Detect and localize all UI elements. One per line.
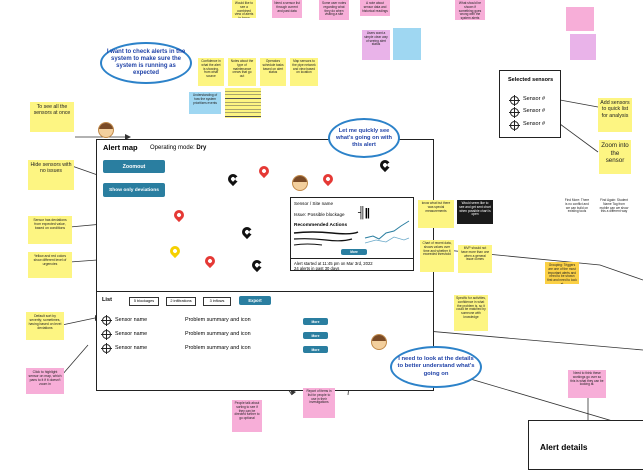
selected-sensor-item[interactable]: Sensor # [523, 96, 546, 102]
sticky-note: A note about sensor data and historical … [360, 0, 390, 16]
sensor-crosshair-icon [509, 95, 520, 106]
sticky-note: Operators schedule tasks based on alert … [260, 58, 286, 86]
list-problem-summary: Problem summary and icon [185, 317, 251, 323]
sticky-note: Find Again: Student Name Tag from mobile… [597, 197, 631, 225]
sensor-crosshair-icon [101, 329, 112, 340]
operating-mode-label: Operating mode: [150, 145, 195, 151]
sticky-note: Some user notes regarding what they do w… [319, 0, 349, 20]
map-list-divider [96, 291, 434, 293]
operating-mode: Operating mode: Dry [150, 145, 206, 151]
sensor-crosshair-icon [509, 107, 520, 118]
map-title: Alert map [103, 143, 138, 152]
list-problem-summary: Problem summary and icon [185, 331, 251, 337]
alert-details-title: Alert details [540, 442, 588, 452]
filter-chip[interactable]: 2 infiltrations [166, 297, 196, 306]
export-button[interactable]: Export [239, 296, 271, 305]
thought-bubble-details: I need to look at the details to better … [390, 346, 482, 388]
persona-avatar [292, 175, 308, 191]
popup-issue: Issue: Possible blockage [294, 212, 345, 217]
note-hide-sensors: Hide sensors with no issues [28, 160, 74, 190]
sensor-crosshair-icon [101, 315, 112, 326]
sticky-note: Need a sensor list through current and p… [272, 0, 302, 18]
sticky-note: know what but there was special measurem… [418, 200, 454, 228]
sticky-note: Users want a simple clear way of seeing … [362, 30, 390, 60]
sticky-note [570, 34, 596, 60]
sensor-crosshair-icon [509, 120, 520, 131]
sticky-note: Notes about the type of maintenance crew… [228, 58, 256, 86]
note-zoom: Zoom into the sensor [599, 140, 631, 174]
sensor-crosshair-icon [101, 343, 112, 354]
sticky-note: Need to think these workings go over so … [568, 370, 606, 398]
popup-more-button[interactable]: More [341, 249, 367, 255]
recommended-actions-scribble [293, 231, 359, 246]
list-more-button[interactable]: More [303, 346, 328, 353]
note-add-sensors: Add sensors to quick list for analysis [598, 98, 632, 132]
persona-avatar [371, 334, 387, 350]
sticky-note-dark: Would seem like to see and get sent char… [457, 200, 493, 224]
thought-bubble-check-alerts: I want to check alerts in the system to … [100, 42, 192, 84]
sticky-note [225, 88, 261, 118]
selected-sensors-panel [499, 70, 561, 138]
popup-site-name: Sensor / Site name [294, 201, 334, 206]
popup-divider [290, 258, 414, 259]
sticky-note: Would like to see a combined view of ale… [232, 0, 256, 18]
popup-alert-count: 24 alerts in past 30 days [294, 266, 340, 271]
list-more-button[interactable]: More [303, 318, 328, 325]
list-problem-summary: Problem summary and icon [185, 345, 251, 351]
note-default-sort: Default sort by severity; sometimes, hav… [26, 312, 64, 340]
popup-alert-started: Alert started at 11:45 pm on Mar 3rd, 20… [294, 261, 373, 266]
sticky-note: Understanding of how the system prioriti… [189, 92, 221, 114]
selected-sensors-title: Selected sensors [508, 77, 554, 83]
sticky-note [566, 7, 594, 31]
sticky-note [393, 28, 421, 60]
list-sensor-name[interactable]: Sensor name [115, 331, 148, 337]
sticky-note: Map sensors to the pipe network and view… [290, 58, 318, 86]
note-sensor-red: Sensor has deviations from expected valu… [28, 216, 72, 244]
list-sensor-name[interactable]: Sensor name [115, 345, 148, 351]
note-yellow-red: Yellow and red colors show different lev… [28, 252, 72, 278]
list-label: List [102, 297, 112, 303]
sticky-note: Grouping: Triggers are one of the most i… [545, 262, 579, 284]
sticky-note: What should be shown if something goes w… [455, 0, 485, 20]
selected-sensor-item[interactable]: Sensor # [523, 121, 546, 127]
popup-recommended-title: Recommended Actions [294, 223, 348, 228]
filter-chip[interactable]: 3 inflows [203, 297, 231, 306]
filter-chip[interactable]: 5 blockages [129, 297, 159, 306]
sticky-note: Chart of recent data, shows values over … [420, 240, 454, 272]
note-report: Report of items in list for people to us… [303, 388, 335, 418]
sticky-note: Confidence in what the alert is showing,… [198, 58, 224, 86]
sticky-note: MVP should not have more than one when a… [458, 245, 492, 273]
list-more-button[interactable]: More [303, 332, 328, 339]
sticky-note: Find More: There is no conflict and we c… [562, 197, 592, 225]
show-only-deviations-button[interactable]: Show only deviations [103, 183, 165, 197]
sticky-note: Specific for activities, confidence in w… [454, 295, 488, 331]
selected-sensor-item[interactable]: Sensor # [523, 108, 546, 114]
thought-bubble-quick-look: Let me quickly see what's going on with … [328, 118, 400, 158]
persona-avatar [98, 122, 114, 138]
zoomout-button[interactable]: Zoomout [103, 160, 165, 173]
note-list-sort: People talk about sorting to see if they… [232, 400, 262, 432]
blockage-icon: ╢|| [358, 207, 370, 219]
operating-mode-value: Dry [196, 145, 207, 151]
list-sensor-name[interactable]: Sensor name [115, 317, 148, 323]
note-see-all: To see all the sensors at once [30, 102, 74, 132]
popup-trend-chart [364, 220, 410, 244]
note-click-highlight: Click to highlight sensor on map, which … [26, 368, 64, 394]
